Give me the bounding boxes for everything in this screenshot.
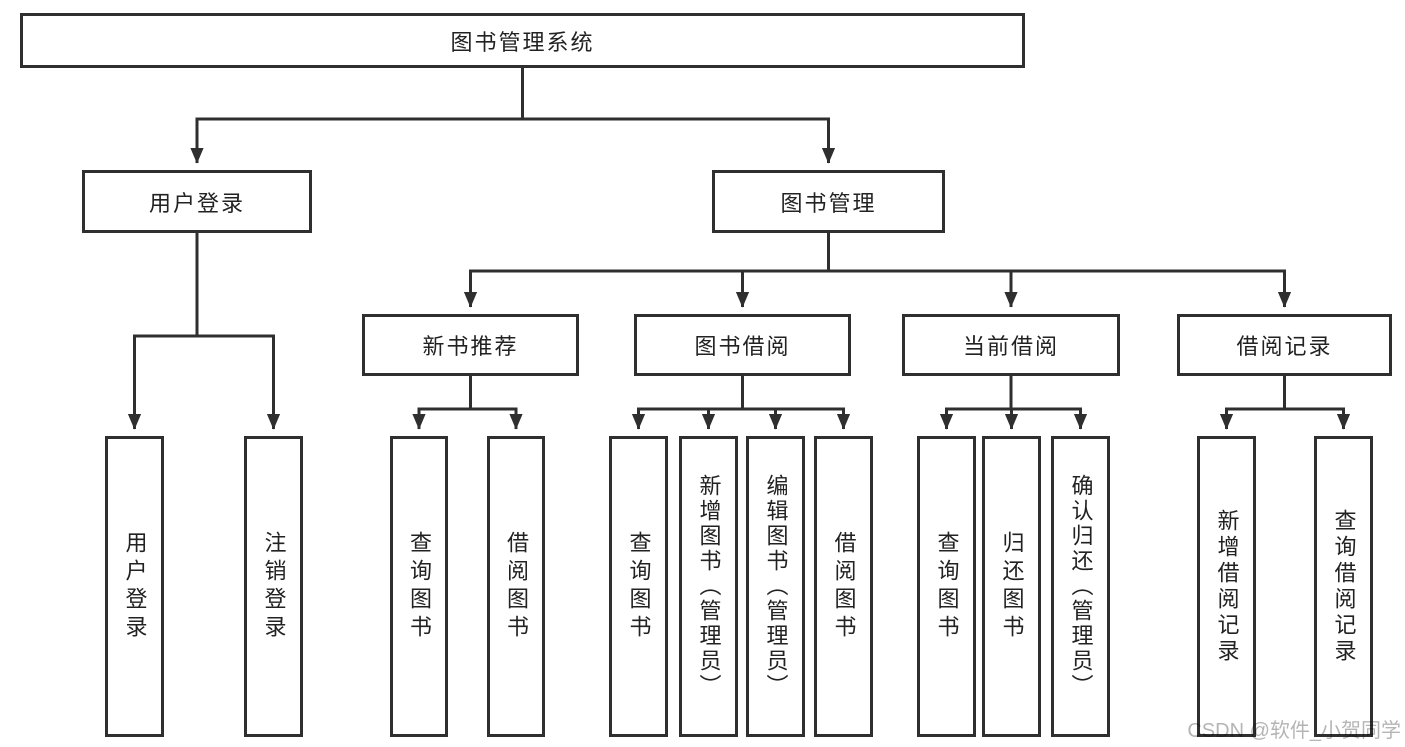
leaf-borrow-books: 借阅图书	[814, 436, 873, 737]
leaf-confirm-return-admin: 确认归还（管理员）	[1051, 436, 1110, 737]
leaf-user-login: 用户登录	[105, 436, 164, 737]
node-borrowing-records: 借阅记录	[1177, 314, 1392, 376]
node-label: 查询图书	[934, 530, 960, 643]
node-label: 编辑图书（管理员）	[763, 474, 789, 699]
node-current-borrowing: 当前借阅	[902, 314, 1120, 376]
node-label: 借阅图书	[504, 530, 529, 643]
node-label: 借阅记录	[1236, 334, 1333, 359]
node-label: 注销登录	[261, 530, 287, 643]
node-label: 新增图书（管理员）	[696, 474, 722, 699]
node-label: 新增借阅记录	[1214, 508, 1240, 665]
node-library-management-system: 图书管理系统	[20, 13, 1025, 68]
node-label: 查询图书	[626, 530, 652, 643]
leaf-query-books-borrow: 查询图书	[609, 436, 668, 737]
node-label: 图书管理系统	[450, 29, 595, 55]
leaf-edit-books-admin: 编辑图书（管理员）	[746, 436, 805, 737]
node-label: 图书借阅	[694, 334, 791, 359]
node-label: 新书推荐	[422, 334, 519, 359]
node-label: 归还图书	[999, 530, 1025, 643]
leaf-query-books-current: 查询图书	[917, 436, 976, 737]
leaf-add-books-admin: 新增图书（管理员）	[679, 436, 738, 737]
node-book-borrowing: 图书借阅	[634, 314, 851, 376]
node-label: 当前借阅	[962, 334, 1059, 359]
leaf-borrow-books-recommend: 借阅图书	[487, 436, 545, 737]
leaf-query-borrow-record: 查询借阅记录	[1314, 436, 1373, 737]
node-label: 图书管理	[780, 190, 877, 216]
node-label: 确认归还（管理员）	[1068, 474, 1094, 699]
node-label: 借阅图书	[831, 530, 857, 643]
leaf-logout: 注销登录	[244, 436, 303, 737]
csdn-watermark: CSDN @软件_小贺同学	[1187, 720, 1401, 742]
node-user-login: 用户登录	[82, 170, 312, 233]
node-label: 用户登录	[122, 530, 148, 643]
leaf-add-borrow-record: 新增借阅记录	[1197, 436, 1256, 737]
node-label: 查询图书	[407, 530, 432, 643]
leaf-return-books: 归还图书	[982, 436, 1041, 737]
node-new-book-recommendation: 新书推荐	[362, 314, 579, 376]
leaf-query-books-recommend: 查询图书	[390, 436, 448, 737]
node-label: 用户登录	[148, 190, 245, 216]
node-label: 查询借阅记录	[1331, 508, 1357, 665]
node-book-management: 图书管理	[712, 170, 945, 233]
